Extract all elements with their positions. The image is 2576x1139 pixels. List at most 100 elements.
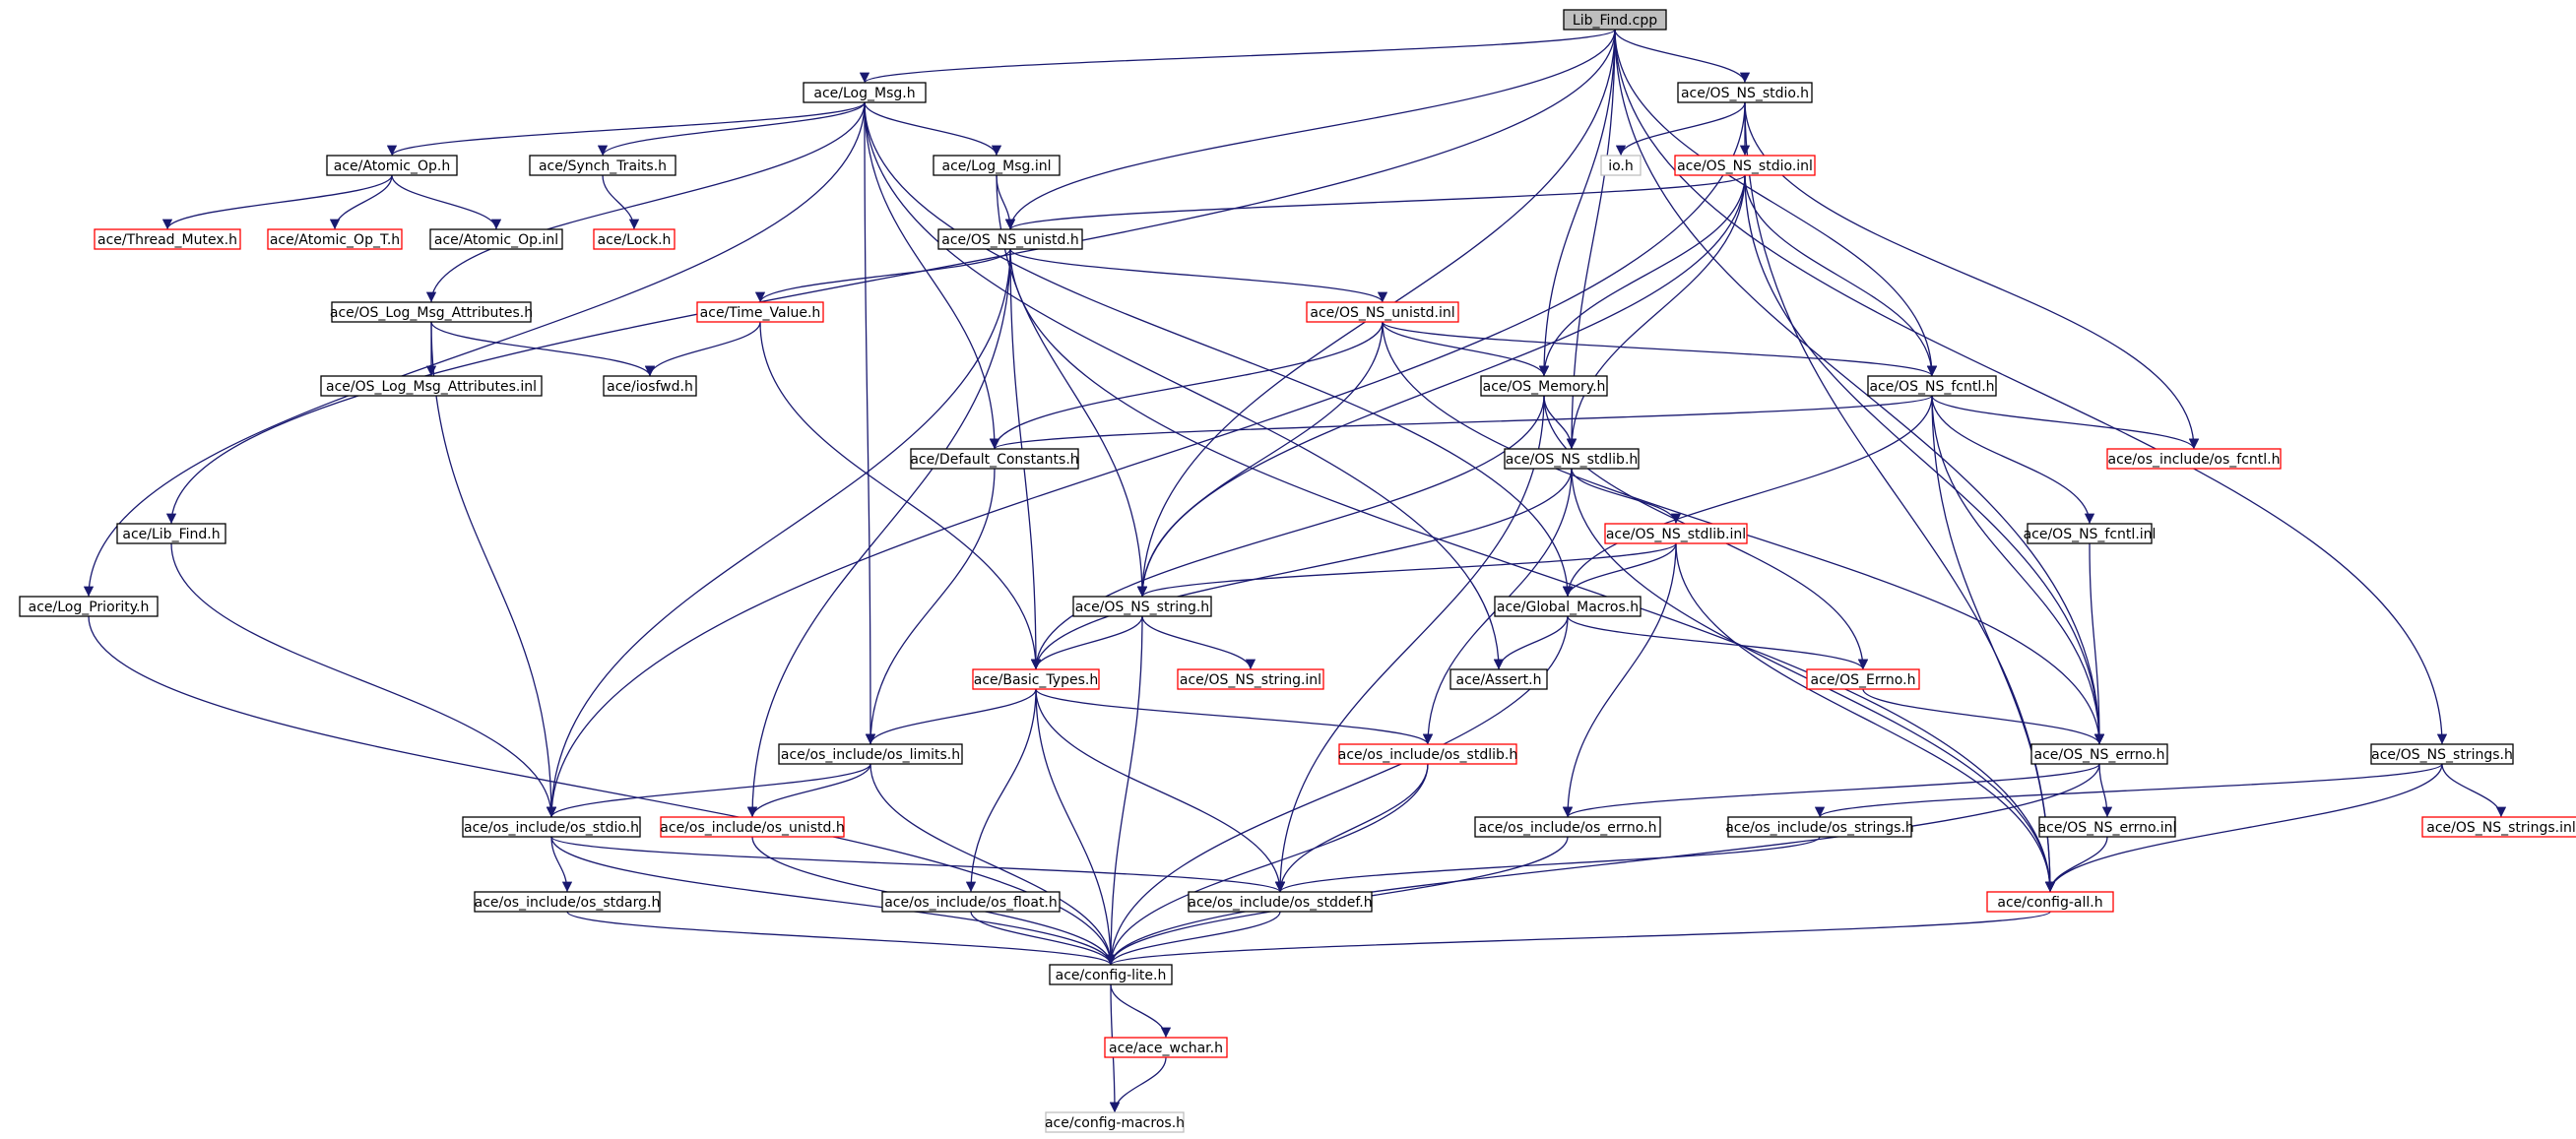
- node-os-memory-h[interactable]: ace/OS_Memory.h: [1480, 375, 1608, 397]
- node-label: ace/iosfwd.h: [607, 379, 693, 395]
- node-assert-h[interactable]: ace/Assert.h: [1449, 668, 1548, 690]
- node-time-value-h[interactable]: ace/Time_Value.h: [696, 301, 824, 323]
- edge-basic-types-h-to-os-include-os-stdlib-h: [1035, 688, 1434, 745]
- edge-basic-types-h-to-config-lite-h: [1035, 688, 1117, 966]
- node-log-priority-h[interactable]: ace/Log_Priority.h: [19, 596, 159, 617]
- node-box: [2027, 523, 2153, 544]
- edge-global-macros-h-to-assert-h: [1493, 615, 1569, 670]
- node-os-include-os-fcntl-h[interactable]: ace/os_include/os_fcntl.h: [2106, 448, 2282, 470]
- edge-os-ns-fcntl-h-to-config-all-h: [1931, 395, 2056, 893]
- node-os-ns-unistd-h[interactable]: ace/OS_NS_unistd.h: [937, 228, 1083, 250]
- node-os-log-msg-attributes-inl[interactable]: ace/OS_Log_Msg_Attributes.inl: [320, 375, 543, 397]
- node-box: [2106, 448, 2282, 470]
- edge-os-log-msg-attributes-h-to-iosfwd-h: [430, 321, 656, 377]
- node-iosfwd-h[interactable]: ace/iosfwd.h: [603, 375, 697, 397]
- node-lock-h[interactable]: ace/Lock.h: [593, 228, 676, 250]
- node-os-ns-stdio-h[interactable]: ace/OS_NS_stdio.h: [1677, 82, 1813, 103]
- edge-log-msg-h-to-atomic-op-h: [387, 101, 866, 157]
- node-config-all-h[interactable]: ace/config-all.h: [1986, 891, 2114, 913]
- node-os-ns-fcntl-inl[interactable]: ace/OS_NS_fcntl.inl: [2024, 523, 2157, 544]
- node-lib-find-cpp[interactable]: Lib_Find.cpp: [1563, 9, 1667, 31]
- node-os-include-os-stdio-h[interactable]: ace/os_include/os_stdio.h: [462, 816, 641, 838]
- node-os-ns-strings-inl[interactable]: ace/OS_NS_strings.inl: [2421, 816, 2576, 838]
- node-basic-types-h[interactable]: ace/Basic_Types.h: [972, 668, 1100, 690]
- node-os-ns-unistd-inl[interactable]: ace/OS_NS_unistd.inl: [1306, 301, 1459, 323]
- node-os-include-os-unistd-h[interactable]: ace/os_include/os_unistd.h: [660, 816, 845, 838]
- node-box: [1867, 375, 1997, 397]
- node-box: [267, 228, 403, 250]
- edge-os-ns-unistd-inl-to-os-memory-h: [1382, 321, 1550, 377]
- node-os-ns-string-inl[interactable]: ace/OS_NS_string.inl: [1177, 668, 1324, 690]
- node-box: [462, 816, 641, 838]
- edge-os-include-os-stdio-h-to-config-lite-h: [550, 836, 1117, 966]
- node-os-include-os-limits-h[interactable]: ace/os_include/os_limits.h: [778, 743, 963, 765]
- node-label: ace/OS_NS_unistd.h: [941, 232, 1079, 248]
- node-box: [1177, 668, 1324, 690]
- node-label: ace/Log_Priority.h: [29, 600, 150, 615]
- node-label: ace/OS_NS_stdio.inl: [1677, 158, 1813, 174]
- node-atomic-op-t-h[interactable]: ace/Atomic_Op_T.h: [267, 228, 403, 250]
- edge-os-ns-errno-h-to-os-ns-errno-inl: [2098, 763, 2113, 818]
- edge-os-ns-unistd-h-to-os-ns-unistd-inl: [1009, 248, 1388, 303]
- edge-log-msg-h-to-assert-h: [864, 101, 1505, 670]
- node-label: ace/OS_Memory.h: [1483, 379, 1606, 395]
- node-box: [1072, 596, 1212, 617]
- node-box: [1806, 668, 1920, 690]
- node-atomic-op-h[interactable]: ace/Atomic_Op.h: [326, 155, 458, 176]
- node-os-log-msg-attributes-h[interactable]: ace/OS_Log_Msg_Attributes.h: [330, 301, 533, 323]
- node-io-h[interactable]: io.h: [1600, 155, 1642, 176]
- node-os-ns-string-h[interactable]: ace/OS_NS_string.h: [1072, 596, 1212, 617]
- node-box: [910, 448, 1079, 470]
- edge-os-ns-unistd-inl-to-os-ns-string-h: [1136, 321, 1384, 598]
- node-box: [972, 668, 1100, 690]
- node-global-macros-h[interactable]: ace/Global_Macros.h: [1494, 596, 1642, 617]
- node-default-constants-h[interactable]: ace/Default_Constants.h: [910, 448, 1079, 470]
- edge-lib-find-cpp-to-os-ns-errno-h: [1614, 29, 2105, 745]
- node-label: ace/OS_NS_strings.h: [2371, 747, 2513, 763]
- edge-os-ns-fcntl-h-to-os-ns-fcntl-inl: [1931, 395, 2095, 525]
- node-os-ns-errno-inl[interactable]: ace/OS_NS_errno.inl: [2038, 816, 2177, 838]
- node-os-ns-fcntl-h[interactable]: ace/OS_NS_fcntl.h: [1867, 375, 1997, 397]
- edge-atomic-op-h-to-atomic-op-inl: [391, 174, 502, 230]
- node-log-msg-inl[interactable]: ace/Log_Msg.inl: [933, 155, 1061, 176]
- node-os-ns-stdlib-inl[interactable]: ace/OS_NS_stdlib.inl: [1604, 523, 1748, 544]
- edge-os-log-msg-attributes-h-to-os-include-os-stdio-h: [430, 321, 557, 818]
- edge-os-ns-unistd-inl-to-default-constants-h: [989, 321, 1384, 450]
- node-box: [1504, 448, 1640, 470]
- node-os-include-os-errno-h[interactable]: ace/os_include/os_errno.h: [1474, 816, 1661, 838]
- node-os-include-os-strings-h[interactable]: ace/os_include/os_strings.h: [1725, 816, 1914, 838]
- node-os-ns-strings-h[interactable]: ace/OS_NS_strings.h: [2370, 743, 2514, 765]
- edge-os-ns-stdio-inl-to-os-memory-h: [1538, 174, 1746, 377]
- node-box: [320, 375, 543, 397]
- node-os-errno-h[interactable]: ace/OS_Errno.h: [1806, 668, 1920, 690]
- node-os-include-os-stddef-h[interactable]: ace/os_include/os_stddef.h: [1188, 891, 1373, 913]
- edge-log-msg-h-to-log-msg-inl: [864, 101, 1002, 157]
- edge-lib-find-cpp-to-log-msg-h: [860, 29, 1616, 84]
- node-os-include-os-float-h[interactable]: ace/os_include/os_float.h: [881, 891, 1061, 913]
- node-ace-wchar-h[interactable]: ace/ace_wchar.h: [1104, 1037, 1228, 1058]
- node-atomic-op-inl[interactable]: ace/Atomic_Op.inl: [429, 228, 563, 250]
- node-label: ace/os_include/os_unistd.h: [660, 820, 844, 836]
- node-os-include-os-stdlib-h[interactable]: ace/os_include/os_stdlib.h: [1338, 743, 1517, 765]
- node-label: ace/Atomic_Op_T.h: [270, 232, 400, 248]
- node-os-include-os-stdarg-h[interactable]: ace/os_include/os_stdarg.h: [474, 891, 661, 913]
- node-label: ace/Log_Msg.h: [813, 86, 915, 101]
- node-label: ace/OS_NS_unistd.inl: [1310, 305, 1454, 321]
- node-label: ace/OS_Errno.h: [1811, 672, 1916, 688]
- dependency-edges: [83, 29, 2507, 1113]
- node-synch-traits-h[interactable]: ace/Synch_Traits.h: [529, 155, 676, 176]
- node-os-ns-stdlib-h[interactable]: ace/OS_NS_stdlib.h: [1504, 448, 1640, 470]
- edge-os-include-os-stdio-h-to-os-include-os-stddef-h: [550, 836, 1285, 893]
- edge-lib-find-cpp-to-os-ns-unistd-h: [1004, 29, 1616, 230]
- node-thread-mutex-h[interactable]: ace/Thread_Mutex.h: [94, 228, 241, 250]
- node-lib-find-h[interactable]: ace/Lib_Find.h: [116, 523, 226, 544]
- node-os-ns-errno-h[interactable]: ace/OS_NS_errno.h: [2030, 743, 2168, 765]
- node-config-macros-h[interactable]: ace/config-macros.h: [1045, 1111, 1185, 1133]
- node-box: [429, 228, 563, 250]
- node-box: [1104, 1037, 1228, 1058]
- node-box: [331, 301, 532, 323]
- node-os-ns-stdio-inl[interactable]: ace/OS_NS_stdio.inl: [1674, 155, 1816, 176]
- node-log-msg-h[interactable]: ace/Log_Msg.h: [803, 82, 927, 103]
- node-config-lite-h[interactable]: ace/config-lite.h: [1049, 964, 1173, 985]
- node-box: [116, 523, 226, 544]
